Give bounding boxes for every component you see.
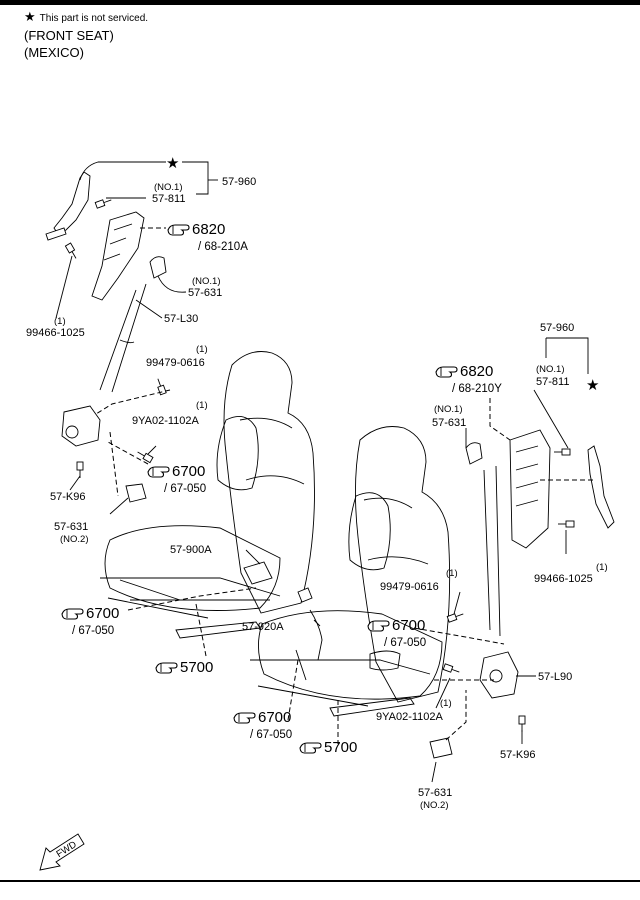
ref-6820-right: 6820 [460,363,493,380]
hand-icon [147,466,170,478]
star-icon: ★ [24,9,36,24]
label-57-631-d: 57-631 [418,787,452,799]
note-text: This part is not serviced. [39,13,149,24]
label-no2-b: (NO.2) [420,800,449,811]
bottom-rule [0,880,640,882]
title-mexico: (MEXICO) [24,45,84,60]
ref-6700-c: 6700 [392,617,425,634]
ref-6820-left: 6820 [192,221,225,238]
ref-5700-b: 5700 [324,739,357,756]
label-99466-1025-left: 99466-1025 [26,327,85,339]
label-no1-c: (NO.1) [536,364,565,375]
label-9ya02-left: 9YA02-1102A [132,415,200,427]
label-9ya02-right: 9YA02-1102A [376,711,444,723]
label-57-631-a: 57-631 [188,287,222,299]
label-no1-d: (NO.1) [434,404,463,415]
label-qty-1-e: (1) [446,568,458,579]
ref-68-210y: / 68-210Y [452,383,502,395]
hand-icon [155,662,178,674]
label-qty-1-d: (1) [596,562,608,573]
right-labels: 57-960 (NO.1) 57-811 ★ 6820 / 68-210Y (N… [233,322,608,811]
label-qty-1-c: (1) [196,400,208,411]
label-99466-1025-right: 99466-1025 [534,573,593,585]
fwd-arrow: FWD [39,833,85,871]
label-no1-a: (NO.1) [154,182,183,193]
ref-67-050-c: / 67-050 [384,637,426,649]
hand-icon [61,608,84,620]
label-qty-1-f: (1) [440,698,452,709]
right-seat [250,426,451,717]
label-57-k96-left: 57-K96 [50,491,85,503]
leader-lines [55,161,596,783]
hand-icon [435,366,458,378]
title-front-seat: (FRONT SEAT) [24,28,114,43]
hand-icon [299,742,322,754]
hand-icon [367,620,390,632]
label-57-960-right: 57-960 [540,322,574,334]
right-belt-assembly [243,429,615,759]
label-57-811-right: 57-811 [536,376,569,388]
left-labels: ★ 57-960 (NO.1) 57-811 6820 / 68-210A (N… [26,155,256,676]
label-57-811: 57-811 [152,193,185,205]
star-icon: ★ [586,377,599,394]
ref-6700-a: 6700 [172,463,205,480]
not-serviced-note: ★This part is not serviced. [24,9,148,25]
label-no1-b: (NO.1) [192,276,221,287]
star-icon: ★ [166,155,179,172]
label-57-960: 57-960 [222,176,256,188]
label-57-631-c: 57-631 [432,417,466,429]
ref-67-050-a: / 67-050 [164,483,206,495]
label-qty-1-b: (1) [196,344,208,355]
top-rule [0,0,640,5]
label-57-920a: 57-920A [242,621,284,633]
ref-68-210a: / 68-210A [198,241,248,253]
ref-6700-d: 6700 [258,709,291,726]
ref-6700-b: 6700 [86,605,119,622]
label-no2-a: (NO.2) [60,534,89,545]
ref-67-050-d: / 67-050 [250,729,292,741]
label-57-631-b: 57-631 [54,521,88,533]
label-57-l30: 57-L30 [164,313,198,325]
ref-67-050-b: / 67-050 [72,625,114,637]
label-57-k96-right: 57-K96 [500,749,535,761]
ref-5700-a: 5700 [180,659,213,676]
hand-icon [167,224,190,236]
left-belt-assembly [45,171,167,503]
label-57-l90: 57-L90 [538,671,572,683]
hand-icon [233,712,256,724]
label-99479-0616-left: 99479-0616 [146,357,205,369]
label-57-900a: 57-900A [170,544,212,556]
left-seat [100,351,315,639]
label-qty-1-a: (1) [54,316,66,327]
label-99479-0616-right: 99479-0616 [380,581,439,593]
